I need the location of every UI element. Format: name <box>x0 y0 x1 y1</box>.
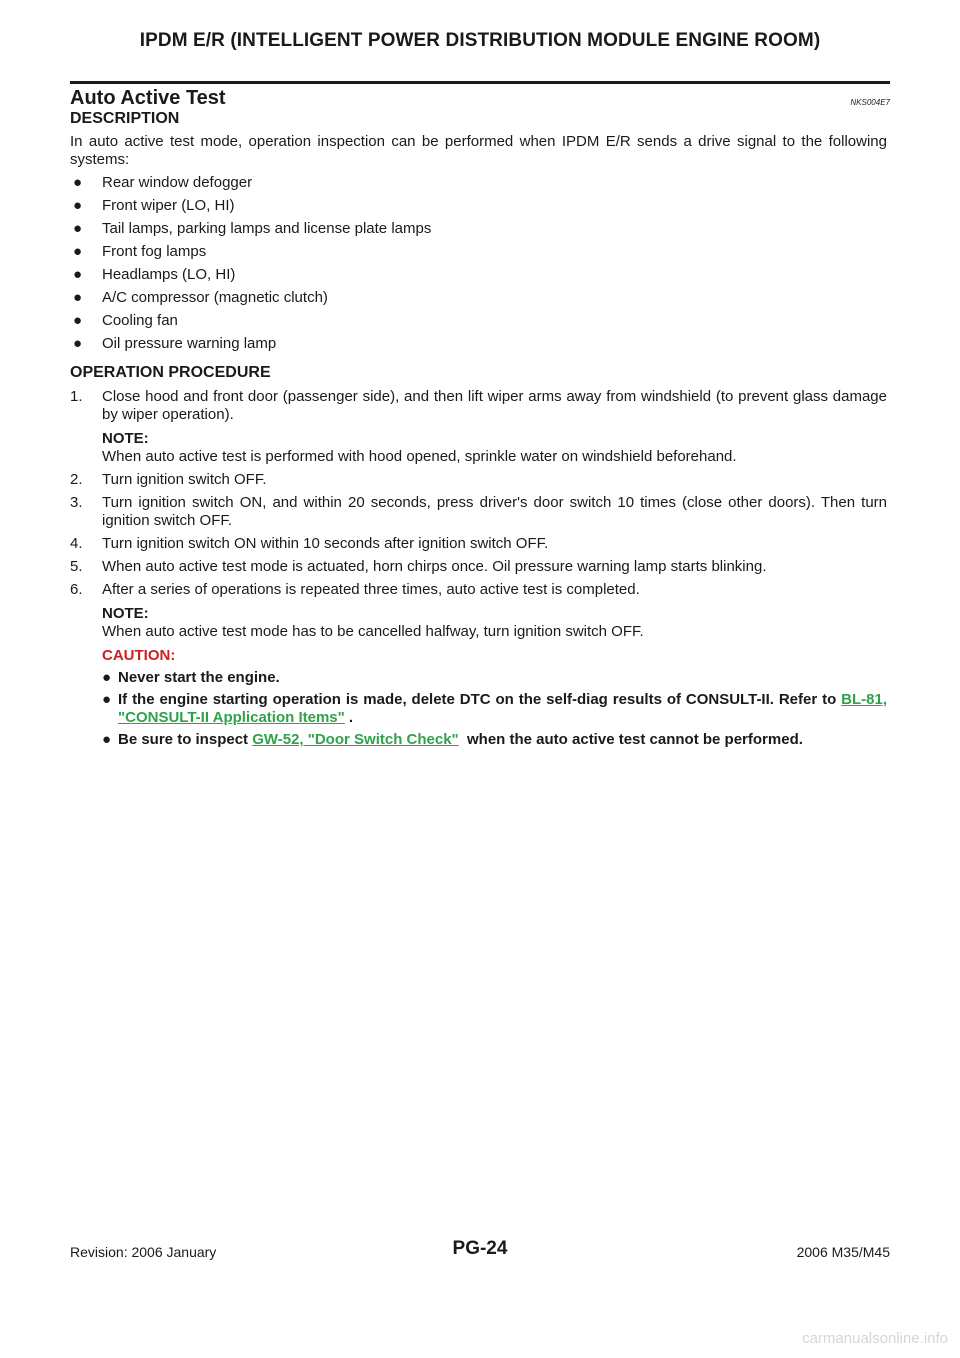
list-item: ● Front wiper (LO, HI) <box>70 197 887 215</box>
list-item: ● A/C compressor (magnetic clutch) <box>70 289 887 307</box>
list-item: ● Oil pressure warning lamp <box>70 335 887 353</box>
bullet-icon: ● <box>102 691 112 708</box>
header-rule <box>70 81 890 84</box>
caution-item: ● If the engine starting operation is mad… <box>102 691 887 727</box>
list-item-text: Oil pressure warning lamp <box>102 335 277 352</box>
list-item: ● Tail lamps, parking lamps and license p… <box>70 220 887 238</box>
procedure-step: 5. When auto active test mode is actuate… <box>70 558 887 576</box>
link-consult-ii-application-items[interactable]: BL-81, "CONSULT-II Application Items" <box>118 691 887 726</box>
bullet-icon: ● <box>102 731 112 748</box>
list-item: ● Front fog lamps <box>70 243 887 261</box>
list-item-text: Cooling fan <box>102 312 178 329</box>
bullet-icon: ● <box>73 243 83 260</box>
step-number: 4. <box>70 535 83 552</box>
list-item-text: Front wiper (LO, HI) <box>102 197 235 214</box>
procedure-steps: 1. Close hood and front door (passenger … <box>70 388 887 749</box>
note-text: When auto active test mode has to be can… <box>102 623 644 640</box>
step-number: 3. <box>70 494 83 511</box>
step-number: 1. <box>70 388 83 405</box>
procedure-step: 4. Turn ignition switch ON within 10 sec… <box>70 535 887 553</box>
footer-revision: Revision: 2006 January <box>70 1244 217 1260</box>
note-text: When auto active test is performed with … <box>102 448 737 465</box>
bullet-icon: ● <box>73 312 83 329</box>
step-text: Close hood and front door (passenger sid… <box>102 388 887 423</box>
step-number: 5. <box>70 558 83 575</box>
step-number: 6. <box>70 581 83 598</box>
footer-page-number: PG-24 <box>452 1238 508 1259</box>
caution-item: ● Never start the engine. <box>102 669 887 687</box>
description-intro: In auto active test mode, operation insp… <box>70 133 887 168</box>
step-text: Turn ignition switch OFF. <box>102 471 267 488</box>
step-text: When auto active test mode is actuated, … <box>102 558 767 575</box>
procedure-step: 1. Close hood and front door (passenger … <box>70 388 887 466</box>
caution-text-suffix: . <box>344 709 354 726</box>
footer-model: 2006 M35/M45 <box>796 1244 890 1260</box>
list-item-text: Front fog lamps <box>102 243 207 260</box>
step-number: 2. <box>70 471 83 488</box>
caution-label: CAUTION: <box>102 647 176 664</box>
note-label: NOTE: <box>102 430 149 447</box>
caution-text: Be sure to inspect <box>118 731 253 748</box>
list-item: ● Cooling fan <box>70 312 887 330</box>
bullet-icon: ● <box>73 335 83 352</box>
list-item: ● Headlamps (LO, HI) <box>70 266 887 284</box>
bullet-icon: ● <box>73 266 83 283</box>
step-text: After a series of operations is repeated… <box>102 581 640 598</box>
system-list: ● Rear window defogger ● Front wiper (LO, … <box>70 174 887 353</box>
list-item: ● Rear window defogger <box>70 174 887 192</box>
step-text: Turn ignition switch ON, and within 20 s… <box>102 494 887 529</box>
link-door-switch-check[interactable]: GW-52, "Door Switch Check" <box>252 731 459 748</box>
section-code: NKS004E7 <box>850 98 890 107</box>
note-label: NOTE: <box>102 605 149 622</box>
page-header: IPDM E/R (INTELLIGENT POWER DISTRIBUTION… <box>139 30 821 51</box>
bullet-icon: ● <box>73 220 83 237</box>
caution-item: ● Be sure to inspect GW-52, "Door Switch … <box>102 731 887 749</box>
bullet-icon: ● <box>73 174 83 191</box>
content: DESCRIPTION In auto active test mode, op… <box>70 109 887 749</box>
list-item-text: Rear window defogger <box>102 174 253 191</box>
caution-list: ● Never start the engine. ● If the engine … <box>102 669 887 749</box>
step-text: Turn ignition switch ON within 10 second… <box>102 535 549 552</box>
section-title: Auto Active Test <box>70 87 226 109</box>
procedure-heading: OPERATION PROCEDURE <box>70 364 271 381</box>
caution-text: If the engine starting operation is made… <box>118 691 842 708</box>
watermark: carmanualsonline.info <box>802 1330 948 1347</box>
caution-text: Never start the engine. <box>118 669 280 686</box>
bullet-icon: ● <box>102 669 112 686</box>
list-item-text: Tail lamps, parking lamps and license pl… <box>102 220 432 237</box>
list-item-text: A/C compressor (magnetic clutch) <box>102 289 328 306</box>
procedure-step: 6. After a series of operations is repea… <box>70 581 887 749</box>
caution-text-suffix: when the auto active test cannot be perf… <box>458 731 803 748</box>
description-heading: DESCRIPTION <box>70 110 180 127</box>
list-item-text: Headlamps (LO, HI) <box>102 266 236 283</box>
bullet-icon: ● <box>73 197 83 214</box>
bullet-icon: ● <box>73 289 83 306</box>
procedure-step: 2. Turn ignition switch OFF. <box>70 471 887 489</box>
procedure-step: 3. Turn ignition switch ON, and within 2… <box>70 494 887 530</box>
